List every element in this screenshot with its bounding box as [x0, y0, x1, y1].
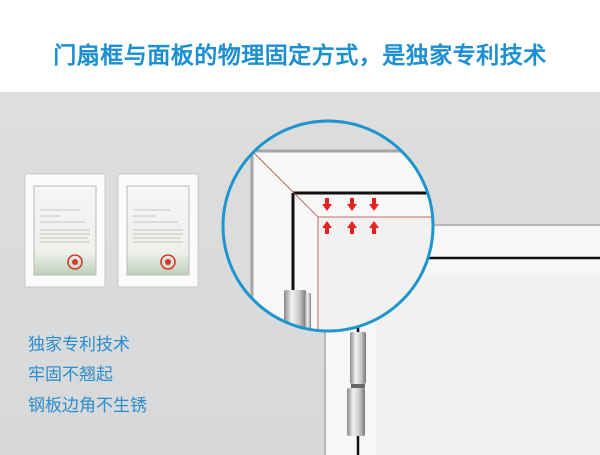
page-title: 门扇框与面板的物理固定方式，是独家专利技术: [53, 43, 547, 69]
feature-rustproof: 钢板边角不生锈: [28, 396, 147, 416]
product-illustration: 独家专利技术 牢固不翘起 钢板边角不生锈: [0, 92, 600, 455]
header-banner: 门扇框与面板的物理固定方式，是独家专利技术: [0, 0, 600, 92]
magnifier-ring: [221, 119, 435, 333]
seal-icon: [160, 254, 176, 270]
patent-certificate-2: [117, 173, 199, 288]
seal-icon: [67, 254, 83, 270]
feature-sturdy: 牢固不翘起: [28, 365, 113, 385]
compression-arrows-icon: [322, 198, 379, 234]
patent-certificate-1: [24, 173, 106, 288]
feature-patent: 独家专利技术: [28, 335, 130, 355]
magnified-corner-detail: [221, 119, 435, 333]
hinge: [347, 332, 366, 436]
